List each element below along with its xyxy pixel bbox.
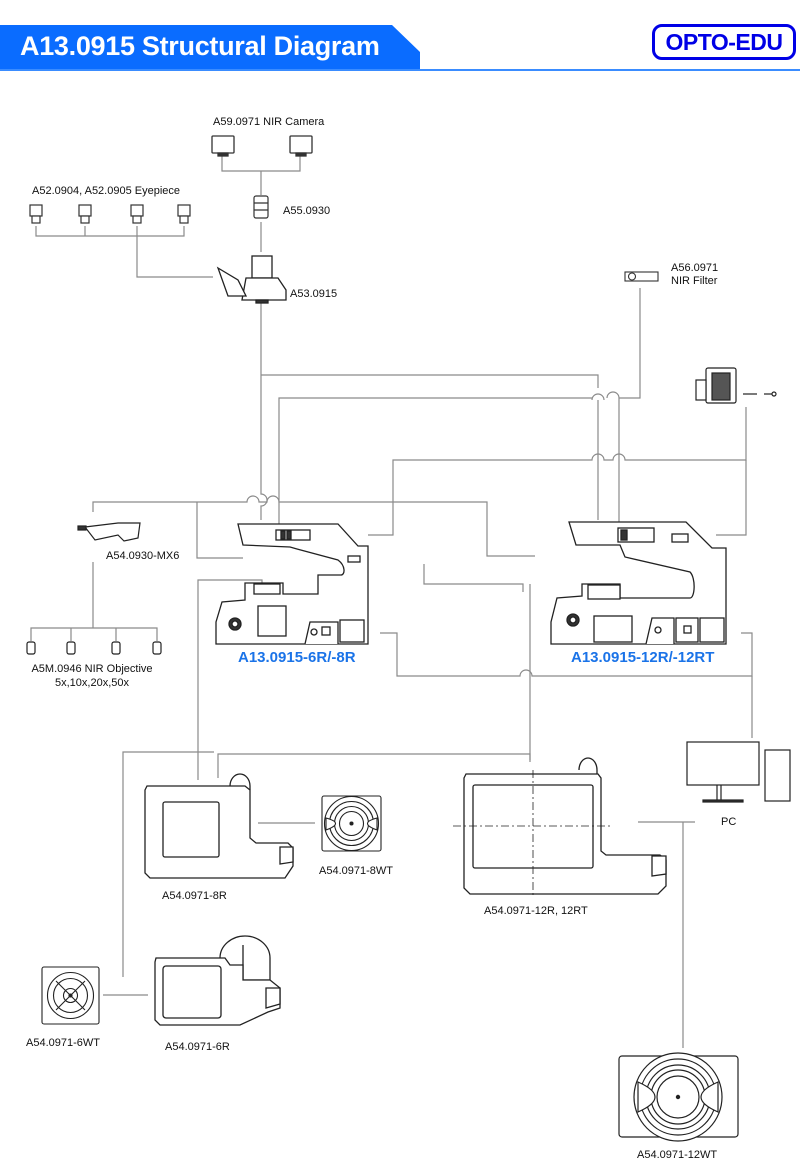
label-stage-12r: A54.0971-12R, 12RT <box>484 905 588 917</box>
label-wafer-8wt: A54.0971-8WT <box>319 865 393 877</box>
nir-camera-icon <box>211 135 313 157</box>
trinocular-head-icon <box>216 255 287 304</box>
pc-icon <box>686 741 791 803</box>
label-head: A53.0915 <box>290 288 338 300</box>
nir-filter-icon <box>624 271 659 282</box>
eyepiece-icon <box>29 204 191 224</box>
header-band <box>0 25 420 70</box>
wafer-holder-12wt-icon <box>618 1052 739 1142</box>
header-divider <box>0 69 800 71</box>
c-mount-adapter-icon <box>253 195 269 219</box>
stage-6r-icon <box>154 935 281 1026</box>
camera-module-icon <box>695 367 777 404</box>
label-wafer-6wt: A54.0971-6WT <box>26 1037 100 1049</box>
nosepiece-icon <box>77 522 141 542</box>
label-nir-camera: A59.0971 NIR Camera <box>213 116 325 128</box>
label-nosepiece: A54.0930-MX6 <box>106 550 180 562</box>
brand-logo: OPTO-EDU <box>652 24 796 60</box>
model-label-right: A13.0915-12R/-12RT <box>571 649 715 666</box>
label-c-mount: A55.0930 <box>283 205 331 217</box>
label-objective: A5M.0946 NIR Objective <box>31 663 153 675</box>
microscope-left-body <box>215 523 369 645</box>
label-stage-8r: A54.0971-8R <box>162 890 227 902</box>
label-nir-filter-name: NIR Filter <box>671 275 718 287</box>
page-title: A13.0915 Structural Diagram <box>20 31 380 61</box>
stage-12r-icon <box>453 757 667 895</box>
connector-lines <box>30 155 753 1048</box>
objective-lens-icon <box>26 641 162 655</box>
wafer-holder-8wt-icon <box>321 795 382 852</box>
label-wafer-12wt: A54.0971-12WT <box>637 1149 718 1161</box>
label-objective-mags: 5x,10x,20x,50x <box>55 677 129 689</box>
wafer-holder-6wt-icon <box>41 966 100 1025</box>
model-label-left: A13.0915-6R/-8R <box>238 649 356 666</box>
microscope-right-body <box>550 521 727 645</box>
stage-8r-icon <box>144 773 294 879</box>
label-pc: PC <box>721 816 737 828</box>
label-nir-filter-code: A56.0971 <box>671 262 719 274</box>
label-stage-6r: A54.0971-6R <box>165 1041 230 1053</box>
label-eyepiece: A52.0904, A52.0905 Eyepiece <box>32 185 181 197</box>
